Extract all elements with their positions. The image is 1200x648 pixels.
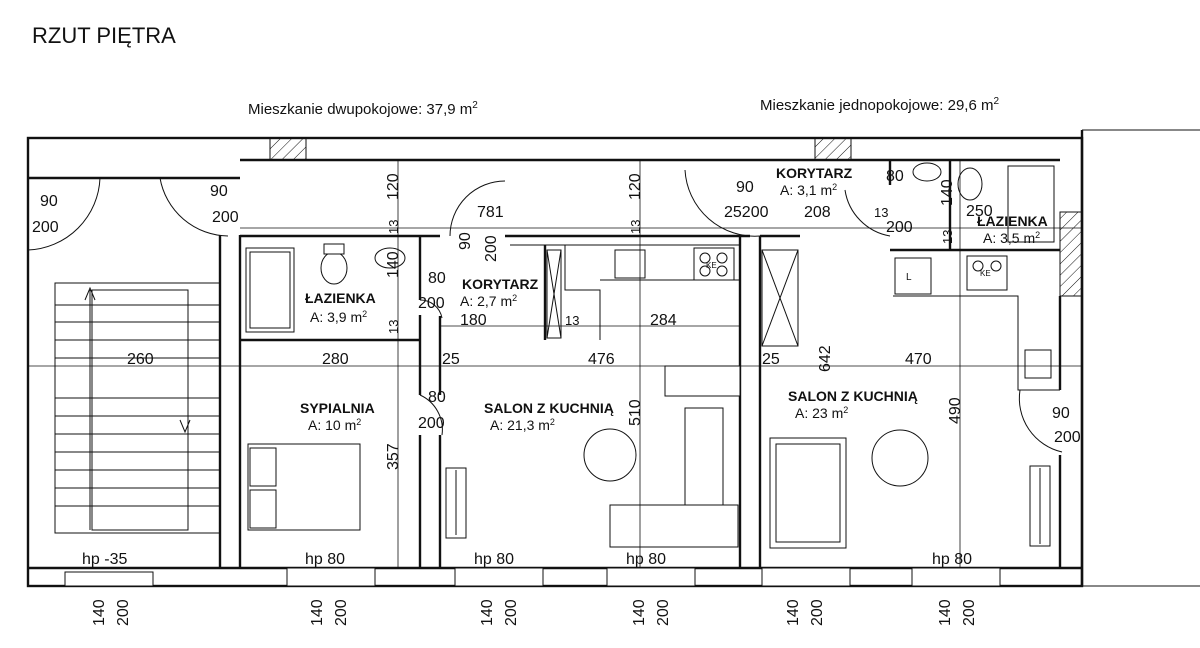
bathroom-1-fixtures <box>245 243 406 333</box>
kitchen-1-fixtures <box>510 244 740 340</box>
win-140-5: 140 <box>785 599 802 626</box>
dim-120-b: 120 <box>627 173 644 200</box>
dim-13-d: 13 <box>386 320 401 334</box>
dim-140-b: 140 <box>939 179 956 206</box>
salon-2-furniture <box>769 429 1051 549</box>
hp-label-5: hp 80 <box>932 551 972 568</box>
win-200-3: 200 <box>503 599 520 626</box>
dim-476: 476 <box>588 351 615 368</box>
dim-80-c: 80 <box>886 168 904 185</box>
outer-walls <box>26 129 1200 588</box>
win-200-6: 200 <box>961 599 978 626</box>
room-area-bedroom: A: 10 m2 <box>308 417 361 433</box>
dim-208: 208 <box>804 204 831 221</box>
dim-120-a: 120 <box>385 173 402 200</box>
room-name-corridor-1: KORYTARZ <box>462 276 539 292</box>
dim-642: 642 <box>817 345 834 372</box>
room-name-bathroom-2: ŁAZIENKA <box>977 213 1048 229</box>
win-140-1: 140 <box>91 599 108 626</box>
dim-13-c: 13 <box>386 220 401 234</box>
room-area-corridor-1: A: 2,7 m2 <box>460 293 517 309</box>
win-140-2: 140 <box>309 599 326 626</box>
dim-90-c: 90 <box>736 179 754 196</box>
room-area-salon-1: A: 21,3 m2 <box>490 417 555 433</box>
dim-200-b: 200 <box>212 209 239 226</box>
dim-357: 357 <box>385 443 402 470</box>
dim-180: 180 <box>460 312 487 329</box>
chimney-hatch-3 <box>1059 211 1083 297</box>
room-area-corridor-2: A: 3,1 m2 <box>780 182 837 198</box>
room-name-bedroom: SYPIALNIA <box>300 400 375 416</box>
apartment-right-label: Mieszkanie jednopokojowe: 29,6 m2 <box>760 96 999 114</box>
win-200-5: 200 <box>809 599 826 626</box>
win-140-3: 140 <box>479 599 496 626</box>
dim-13-f: 13 <box>940 230 955 244</box>
room-labels: ŁAZIENKA A: 3,9 m2 KORYTARZ A: 2,7 m2 SY… <box>300 165 1048 433</box>
dim-280: 280 <box>322 351 349 368</box>
ke-label-2: KE <box>980 269 991 278</box>
dim-781: 781 <box>477 204 504 221</box>
dim-260: 260 <box>127 351 154 368</box>
door-swings <box>27 169 1063 453</box>
hp-label-2: hp 80 <box>305 551 345 568</box>
room-area-bathroom-1: A: 3,9 m2 <box>310 309 367 325</box>
staircase <box>54 282 221 534</box>
win-200-1: 200 <box>115 599 132 626</box>
ke-label-1: KE <box>706 261 717 270</box>
dim-470: 470 <box>905 351 932 368</box>
bedroom-furniture <box>247 443 361 531</box>
dim-250: 250 <box>966 203 993 220</box>
dim-90-d: 90 <box>1052 405 1070 422</box>
dim-13-e: 13 <box>628 220 643 234</box>
dim-80-b: 80 <box>428 389 446 406</box>
chimney-hatch-1 <box>269 137 307 161</box>
l-label: L <box>906 272 912 283</box>
chimney-hatch-2 <box>814 137 852 161</box>
dim-25-a: 25 <box>442 351 460 368</box>
dim-510: 510 <box>627 399 644 426</box>
dim-90-a: 90 <box>40 193 58 210</box>
room-name-bathroom-1: ŁAZIENKA <box>305 290 376 306</box>
room-name-salon-2: SALON Z KUCHNIĄ <box>788 388 918 404</box>
dim-25200: 25200 <box>724 204 769 221</box>
dim-200-f: 200 <box>1054 429 1081 446</box>
dim-200-e: 200 <box>886 219 913 236</box>
dim-80-a: 80 <box>428 270 446 287</box>
win-200-2: 200 <box>333 599 350 626</box>
room-area-bathroom-2: A: 3,5 m2 <box>983 230 1040 246</box>
dim-90-b: 90 <box>210 183 228 200</box>
dim-490: 490 <box>947 397 964 424</box>
dim-200-a: 200 <box>32 219 59 236</box>
dim-200-g: 200 <box>483 235 500 262</box>
hp-label-1: hp -35 <box>82 551 127 568</box>
win-140-6: 140 <box>937 599 954 626</box>
apartment-left-label: Mieszkanie dwupokojowe: 37,9 m2 <box>248 100 478 118</box>
dimension-lines <box>28 160 1082 568</box>
dim-200-d: 200 <box>418 415 445 432</box>
hp-label-4: hp 80 <box>626 551 666 568</box>
salon-1-furniture <box>445 365 741 548</box>
win-200-4: 200 <box>655 599 672 626</box>
dim-284: 284 <box>650 312 677 329</box>
vertical-dimension-labels: 120 13 140 13 357 90 200 120 13 510 642 … <box>91 173 978 626</box>
dimension-labels: 90 200 90 200 781 80 200 180 13 284 260 … <box>32 168 1081 568</box>
dim-140-a: 140 <box>385 251 402 278</box>
plan-title: RZUT PIĘTRA <box>32 23 176 48</box>
dim-200-c: 200 <box>418 295 445 312</box>
win-140-4: 140 <box>631 599 648 626</box>
interior-walls <box>28 160 1082 570</box>
room-name-corridor-2: KORYTARZ <box>776 165 853 181</box>
dim-25-b: 25 <box>762 351 780 368</box>
room-area-salon-2: A: 23 m2 <box>795 405 848 421</box>
kitchen-2-fixtures <box>761 162 1060 391</box>
room-name-salon-1: SALON Z KUCHNIĄ <box>484 400 614 416</box>
hp-label-3: hp 80 <box>474 551 514 568</box>
dim-90-e: 90 <box>457 232 474 250</box>
dim-13-a: 13 <box>565 313 579 328</box>
windows <box>64 567 1001 587</box>
dim-13-b: 13 <box>874 205 888 220</box>
